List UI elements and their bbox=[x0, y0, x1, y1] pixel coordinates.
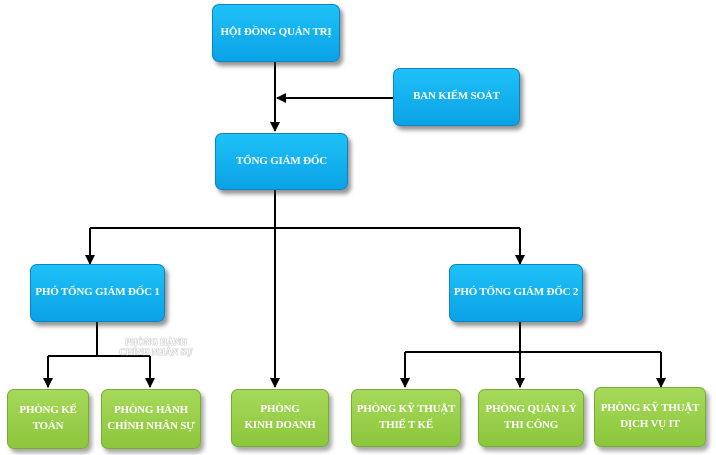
construction-box: PHÒNG QUẢN LÝ THI CÔNG bbox=[478, 389, 584, 447]
deputy2-label: PHÓ TỔNG GIÁM ĐỐC 2 bbox=[453, 286, 579, 299]
accounting-box: PHÒNG KẾ TOÁN bbox=[7, 389, 89, 449]
it-box: PHÒNG KỸ THUẬT DỊCH VỤ IT bbox=[594, 387, 706, 447]
ceo-box: TỔNG GIÁM ĐỐC bbox=[215, 133, 348, 190]
construction-label: PHÒNG QUẢN LÝ THI CÔNG bbox=[485, 403, 577, 431]
supervisory-label: BAN KIỂM SOÁT bbox=[413, 90, 500, 103]
ghost-hr-label: PHÒNG HÀNH CHÍNH NHÂN SỰ bbox=[119, 337, 193, 358]
deputy1-label: PHÓ TỔNG GIÁM ĐỐC 1 bbox=[35, 286, 160, 299]
accounting-label: PHÒNG KẾ TOÁN bbox=[19, 404, 77, 432]
supervisory-box: BAN KIỂM SOÁT bbox=[393, 68, 520, 126]
deputy2-box: PHÓ TỔNG GIÁM ĐỐC 2 bbox=[449, 264, 583, 322]
hr-box: PHÒNG HÀNH CHÍNH NHÂN SỰ bbox=[101, 389, 201, 449]
board-label: HỘI ĐỒNG QUẢN TRỊ bbox=[220, 26, 332, 39]
design-label: PHÒNG KỸ THUẬT THIẾ T KẾ bbox=[356, 403, 456, 431]
hr-label: PHÒNG HÀNH CHÍNH NHÂN SỰ bbox=[107, 404, 195, 432]
it-label: PHÒNG KỸ THUẬT DỊCH VỤ IT bbox=[600, 402, 700, 430]
design-box: PHÒNG KỸ THUẬT THIẾ T KẾ bbox=[351, 389, 461, 447]
deputy1-box: PHÓ TỔNG GIÁM ĐỐC 1 bbox=[30, 264, 165, 322]
sales-box: PHÒNG KINH DOANH bbox=[231, 389, 329, 447]
board-box: HỘI ĐỒNG QUẢN TRỊ bbox=[212, 4, 340, 62]
ceo-label: TỔNG GIÁM ĐỐC bbox=[236, 154, 327, 167]
sales-label: PHÒNG KINH DOANH bbox=[244, 403, 316, 431]
